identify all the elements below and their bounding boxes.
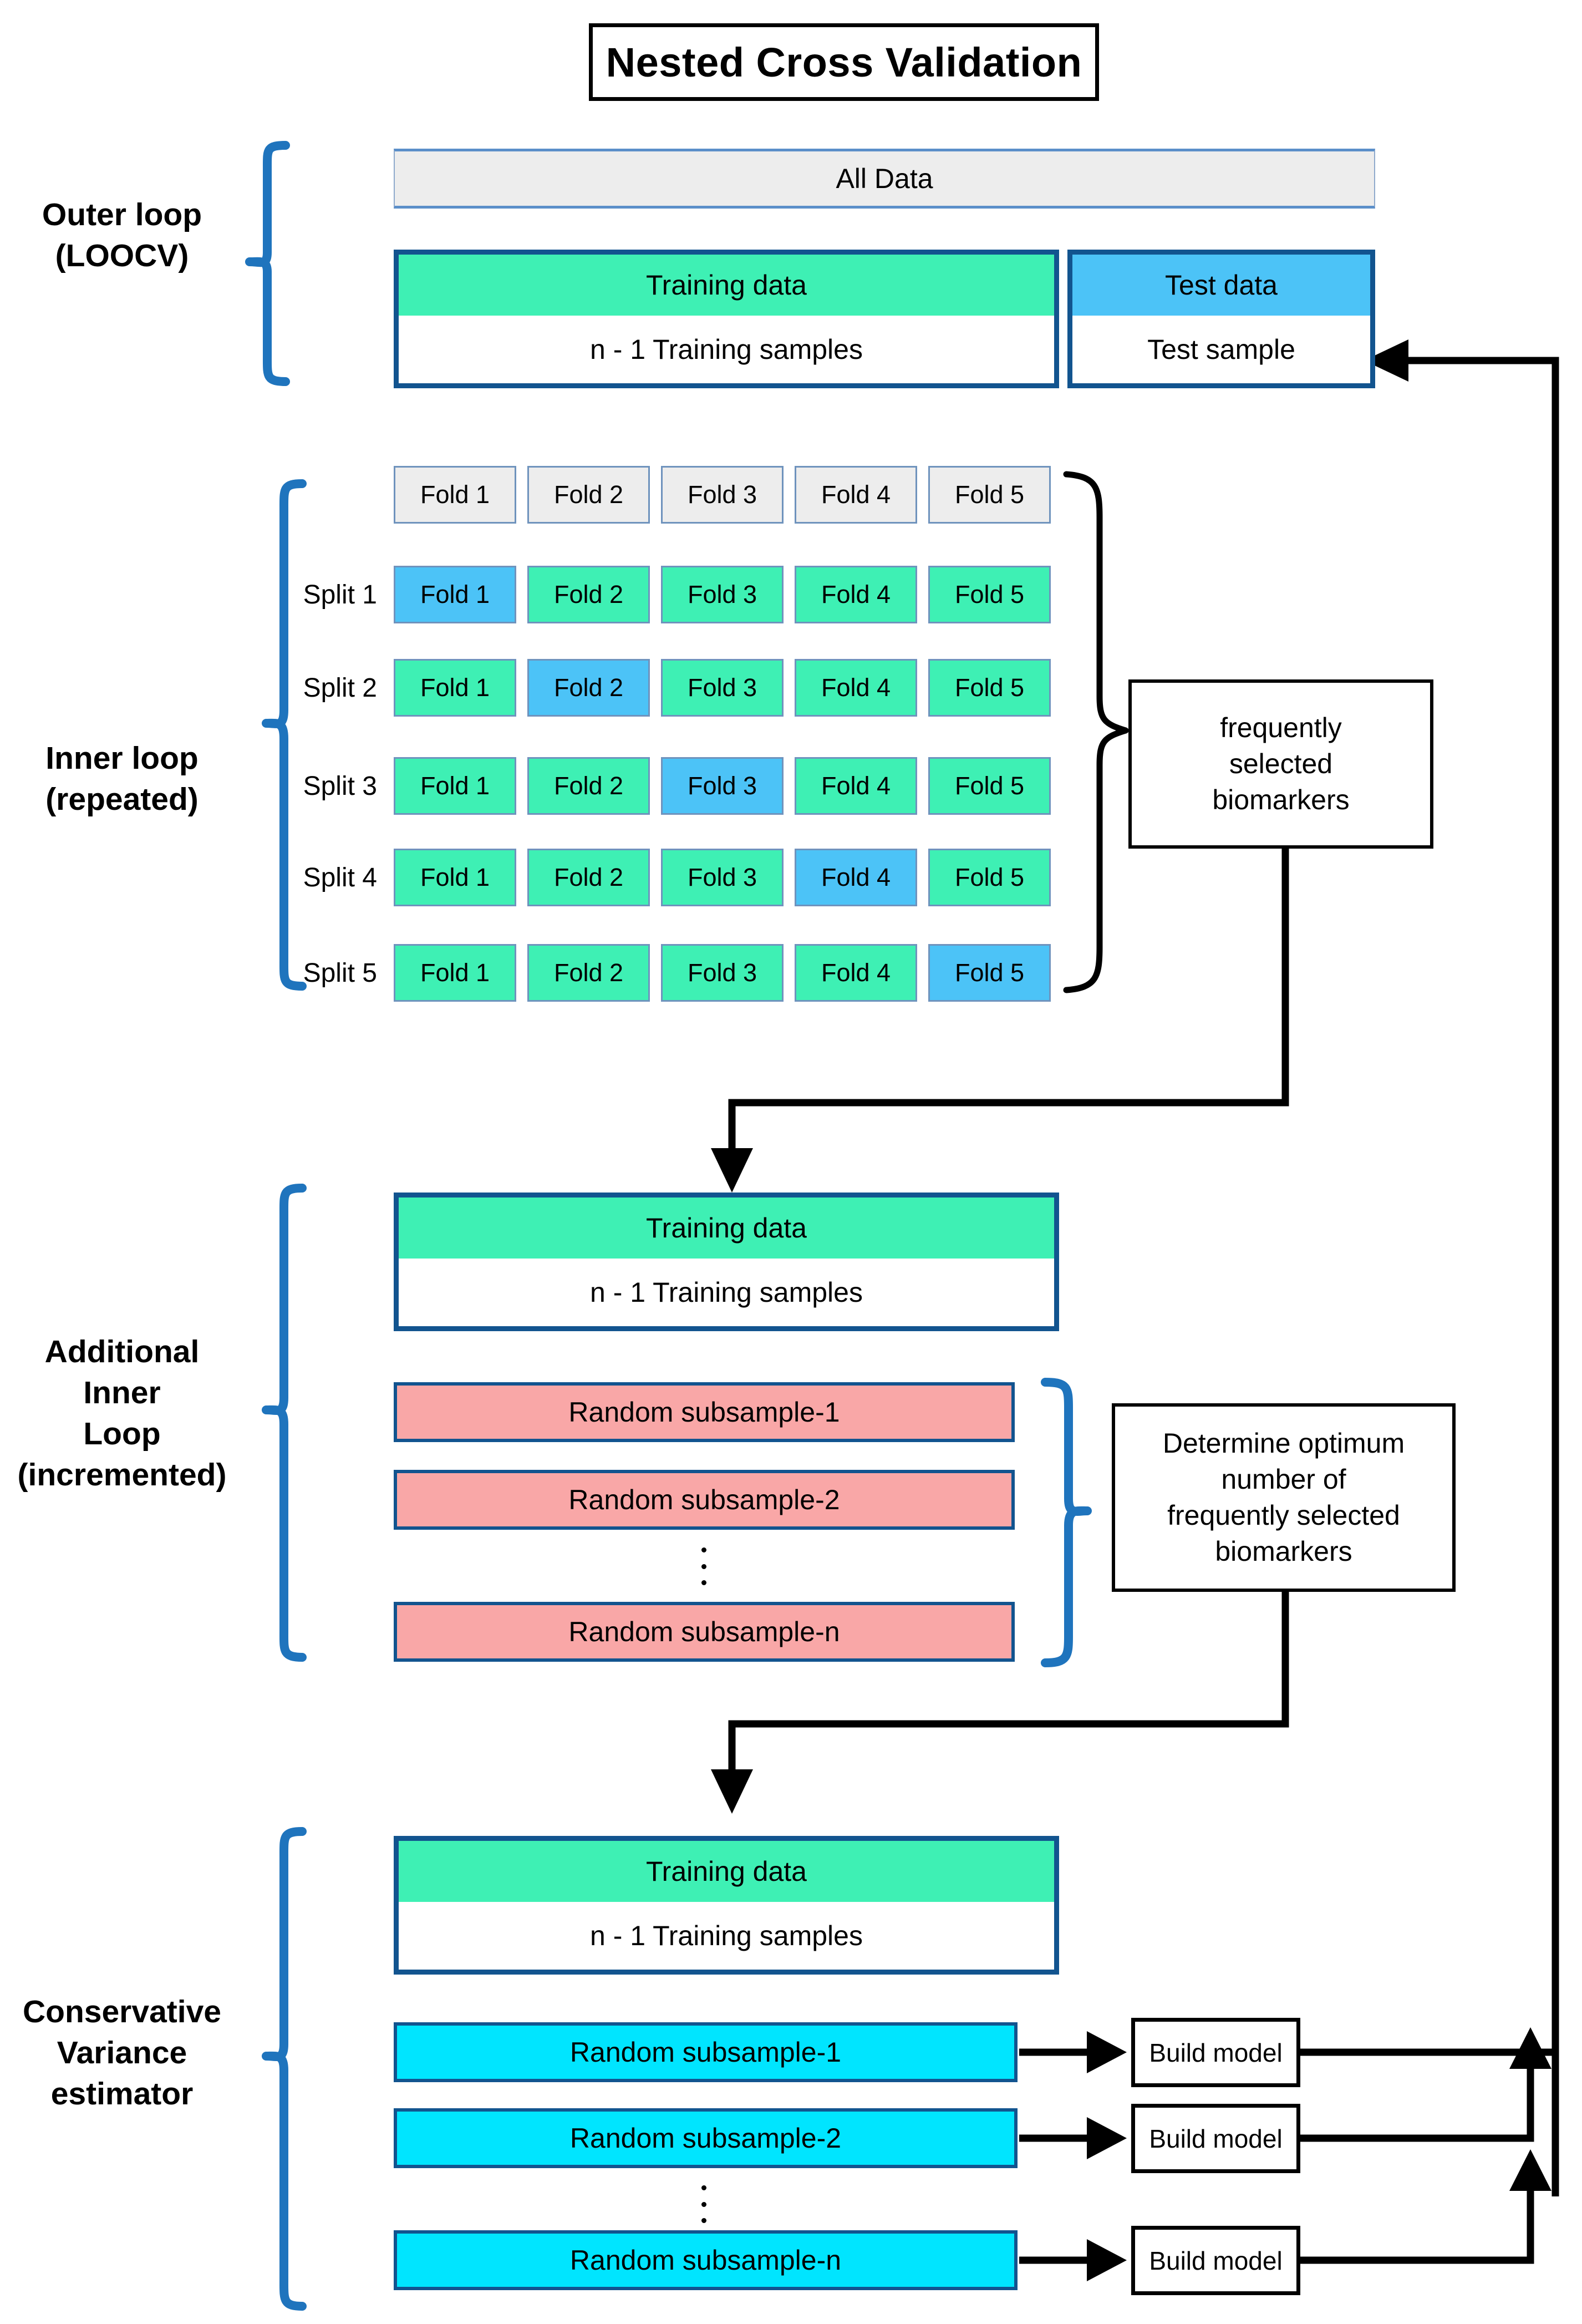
subsample1-to-build-arrowhead xyxy=(1087,2031,1127,2073)
optimum-arrowhead xyxy=(711,1769,753,1814)
buildn-out-path xyxy=(1300,2191,1534,2264)
split-label: Split 4 xyxy=(303,862,377,892)
fold-cell: Fold 1 xyxy=(394,944,516,1002)
outer-test-panel: Test data Test sample xyxy=(1067,250,1375,388)
random-subsample-bar: Random subsample-1 xyxy=(394,1382,1015,1442)
buildn-out-arrowhead xyxy=(1509,2149,1552,2191)
fold-cell: Fold 3 xyxy=(661,659,784,717)
fold-header-cell: Fold 4 xyxy=(795,466,917,524)
vertical-ellipsis xyxy=(700,2185,708,2223)
conservative-label-line3: estimator xyxy=(50,2076,194,2112)
conservative-label-line1: Conservative xyxy=(22,1994,221,2029)
fold-cell: Fold 2 xyxy=(527,566,650,623)
fold-header-cell: Fold 1 xyxy=(394,466,516,524)
optimum-arrow-path xyxy=(728,1592,1289,1769)
conservative-training-header: Training data xyxy=(399,1841,1054,1902)
fold-cell: Fold 2 xyxy=(527,849,650,906)
split-label: Split 3 xyxy=(303,771,377,801)
additional-inner-training-header: Training data xyxy=(399,1197,1054,1259)
subsample2-to-build-arrowhead xyxy=(1087,2117,1127,2159)
additional-inner-label-line4: (incremented) xyxy=(17,1457,227,1493)
fold-cell: Fold 4 xyxy=(795,659,917,717)
fold-cell: Fold 2 xyxy=(527,944,650,1002)
conservative-training-panel: Training data n - 1 Training samples xyxy=(394,1836,1059,1975)
additional-inner-training-panel: Training data n - 1 Training samples xyxy=(394,1193,1059,1331)
fold-header-row: Fold 1 Fold 2 Fold 3 Fold 4 Fold 5 xyxy=(394,466,1051,524)
fold-cell: Fold 2 xyxy=(527,659,650,717)
fold-cell: Fold 3 xyxy=(661,849,784,906)
fold-header-cell: Fold 2 xyxy=(527,466,650,524)
section-label-additional-inner-loop: Additional Inner Loop (incremented) xyxy=(6,1331,238,1495)
section-label-outer-loop: Outer loop (LOOCV) xyxy=(11,194,233,276)
random-subsample-bar: Random subsample-1 xyxy=(394,2022,1018,2082)
build-model-box: Build model xyxy=(1131,2104,1300,2173)
outer-training-header: Training data xyxy=(399,255,1054,316)
conservative-training-subtext: n - 1 Training samples xyxy=(399,1902,1054,1970)
fold-header-cell: Fold 5 xyxy=(928,466,1051,524)
biomarkers-arrow-path xyxy=(728,849,1289,1148)
fold-grid-brace xyxy=(1063,471,1129,993)
section-label-conservative-variance-estimator: Conservative Variance estimator xyxy=(6,1991,238,2114)
split-label: Split 2 xyxy=(303,673,377,703)
additional-inner-label-line3: Loop xyxy=(83,1416,161,1452)
fold-cell: Fold 5 xyxy=(928,757,1051,815)
fold-cell: Fold 5 xyxy=(928,566,1051,623)
vertical-ellipsis xyxy=(700,1547,708,1585)
outer-loop-label-line1: Outer loop xyxy=(42,197,202,232)
fold-header-cell: Fold 3 xyxy=(661,466,784,524)
conservative-label-line2: Variance xyxy=(57,2035,187,2071)
frequently-selected-biomarkers-note: frequently selected biomarkers xyxy=(1128,679,1433,849)
fold-cell: Fold 2 xyxy=(527,757,650,815)
fold-cell: Fold 5 xyxy=(928,849,1051,906)
outer-loop-label-line2: (LOOCV) xyxy=(55,238,189,274)
fold-row: Fold 1 Fold 2 Fold 3 Fold 4 Fold 5 xyxy=(394,757,1051,815)
fold-cell: Fold 3 xyxy=(661,944,784,1002)
fold-row: Fold 1 Fold 2 Fold 3 Fold 4 Fold 5 xyxy=(394,659,1051,717)
fold-cell: Fold 3 xyxy=(661,566,784,623)
additional-inner-training-subtext: n - 1 Training samples xyxy=(399,1259,1054,1326)
fold-cell: Fold 4 xyxy=(795,757,917,815)
fold-row: Fold 1 Fold 2 Fold 3 Fold 4 Fold 5 xyxy=(394,849,1051,906)
random-subsample-bar: Random subsample-2 xyxy=(394,2108,1018,2168)
random-subsample-bar: Random subsample-n xyxy=(394,2230,1018,2290)
all-data-bar: All Data xyxy=(394,149,1375,209)
inner-loop-label-line2: (repeated) xyxy=(45,782,199,818)
fold-cell: Fold 5 xyxy=(928,659,1051,717)
fold-cell: Fold 1 xyxy=(394,849,516,906)
random-subsample-bar: Random subsample-n xyxy=(394,1602,1015,1662)
subsamplen-to-build-arrowhead xyxy=(1087,2239,1127,2281)
fold-cell: Fold 4 xyxy=(795,849,917,906)
inner-loop-label-line1: Inner loop xyxy=(45,740,199,776)
fold-cell: Fold 1 xyxy=(394,757,516,815)
determine-optimum-note: Determine optimum number of frequently s… xyxy=(1112,1403,1456,1592)
fold-cell: Fold 3 xyxy=(661,757,784,815)
split-label: Split 5 xyxy=(303,958,377,988)
feedback-arrow-path xyxy=(1408,357,1559,2196)
section-label-inner-loop: Inner loop (repeated) xyxy=(11,738,233,820)
build2-out-path xyxy=(1300,2069,1534,2142)
fold-cell: Fold 4 xyxy=(795,944,917,1002)
feedback-arrowhead xyxy=(1364,339,1408,382)
additional-inner-label-line2: Inner xyxy=(83,1375,161,1411)
outer-test-header: Test data xyxy=(1072,255,1370,316)
biomarkers-arrowhead xyxy=(711,1148,753,1193)
outer-test-subtext: Test sample xyxy=(1072,316,1370,383)
page-title: Nested Cross Validation xyxy=(589,23,1099,101)
fold-cell: Fold 1 xyxy=(394,566,516,623)
fold-row: Fold 1 Fold 2 Fold 3 Fold 4 Fold 5 xyxy=(394,944,1051,1002)
split-label: Split 1 xyxy=(303,580,377,610)
build-model-box: Build model xyxy=(1131,2226,1300,2295)
build-model-box: Build model xyxy=(1131,2018,1300,2087)
random-subsample-bar: Random subsample-2 xyxy=(394,1470,1015,1530)
fold-cell: Fold 4 xyxy=(795,566,917,623)
additional-inner-label-line1: Additional xyxy=(44,1334,200,1369)
fold-row: Fold 1 Fold 2 Fold 3 Fold 4 Fold 5 xyxy=(394,566,1051,623)
outer-training-panel: Training data n - 1 Training samples xyxy=(394,250,1059,388)
build2-out-arrowhead xyxy=(1509,2027,1552,2069)
fold-cell: Fold 1 xyxy=(394,659,516,717)
fold-cell: Fold 5 xyxy=(928,944,1051,1002)
outer-training-subtext: n - 1 Training samples xyxy=(399,316,1054,383)
